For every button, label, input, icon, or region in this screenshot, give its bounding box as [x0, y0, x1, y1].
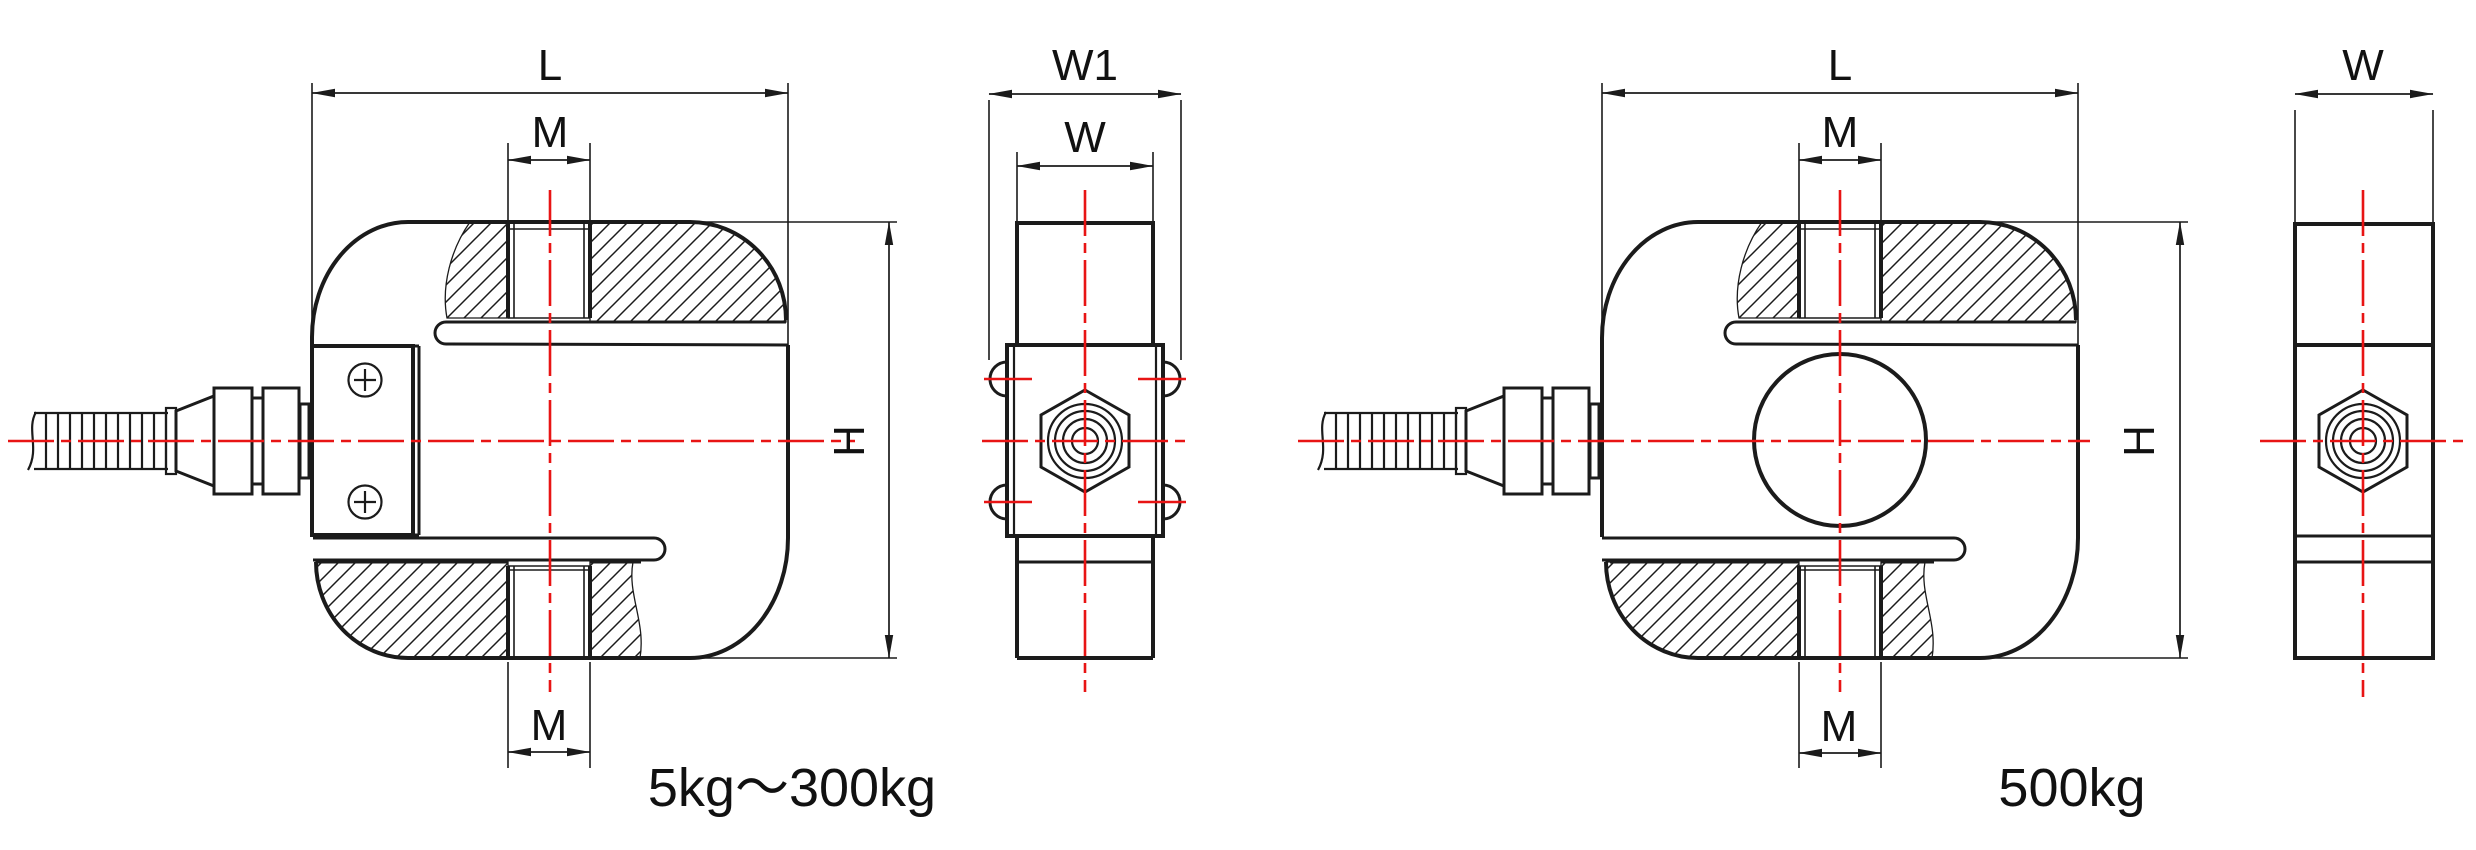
- dim-M-bottom: M: [507, 662, 591, 768]
- hatch-top-right: [589, 221, 787, 323]
- dim-label-W: W: [2342, 41, 2384, 90]
- upper-slot: [1723, 320, 2079, 347]
- cable-break-line: [27, 411, 37, 471]
- caption-left-capacity: 5kg〜300kg: [648, 758, 936, 818]
- left-side-view: W1 W: [982, 41, 1188, 692]
- hatch-bottom-right: [1880, 561, 1934, 659]
- bottom-thread-hole: [506, 566, 592, 658]
- lower-slot: [1602, 536, 1967, 562]
- phillips-screw-top: [347, 362, 383, 398]
- dim-W1: W1: [988, 41, 1182, 99]
- hatch-top-left: [1736, 221, 1800, 319]
- lower-slot: [313, 536, 667, 562]
- dim-label-L: L: [1828, 41, 1852, 90]
- dim-M-bottom: M: [1798, 662, 1882, 768]
- top-thread-hole: [506, 222, 592, 318]
- dim-L: L: [311, 41, 789, 430]
- dim-W: W: [2294, 41, 2434, 99]
- dim-label-H: H: [2115, 425, 2164, 457]
- dim-label-M-bottom: M: [531, 701, 568, 750]
- dim-M-top: M: [507, 108, 591, 220]
- dim-label-H: H: [825, 425, 874, 457]
- dim-label-M-top: M: [1822, 108, 1859, 157]
- dim-L: L: [1601, 41, 2079, 430]
- bottom-thread-hole: [1797, 566, 1883, 658]
- dim-label-L: L: [538, 41, 562, 90]
- dim-label-W: W: [1064, 113, 1106, 162]
- right-front-view: L M M H: [1298, 41, 2188, 768]
- upper-slot: [433, 320, 789, 347]
- hatch-top-right: [1880, 221, 2077, 323]
- dim-label-M-bottom: M: [1821, 702, 1858, 751]
- hatch-top-left: [444, 221, 509, 319]
- cable-break-line: [1317, 411, 1327, 471]
- phillips-screw-bottom: [347, 484, 383, 520]
- hatch-bottom-right: [589, 561, 642, 659]
- top-thread-hole: [1797, 222, 1883, 318]
- dim-label-M-top: M: [532, 108, 569, 157]
- hatch-bottom-left: [1605, 561, 1800, 659]
- dim-M-top: M: [1798, 108, 1882, 220]
- dim-label-W1: W1: [1052, 41, 1118, 90]
- dim-W: W: [1016, 113, 1154, 171]
- right-side-view: W: [2260, 41, 2467, 697]
- dim-H: H: [1988, 221, 2188, 659]
- hatch-bottom-left: [315, 561, 509, 659]
- left-front-view: L M M H: [8, 41, 897, 768]
- caption-right-capacity: 500kg: [1998, 758, 2145, 818]
- dim-H: H: [698, 221, 897, 659]
